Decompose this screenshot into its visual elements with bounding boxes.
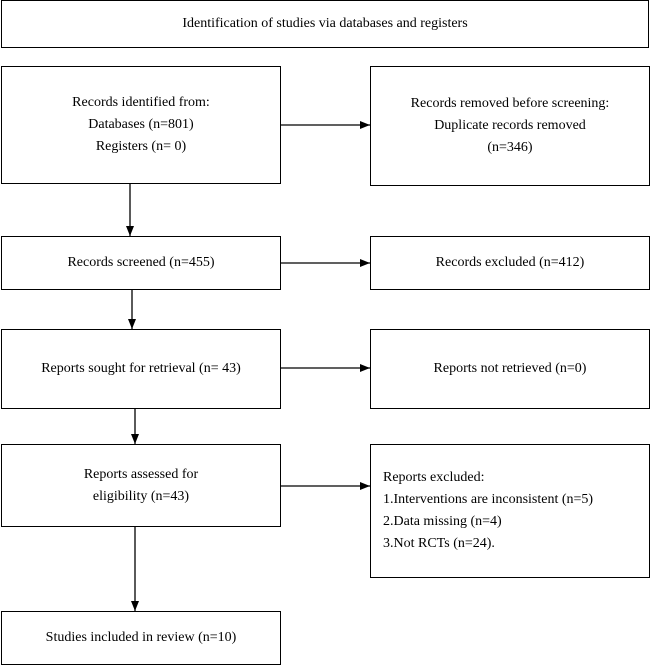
box-reports-sought-line: Reports sought for retrieval (n= 43): [41, 361, 241, 376]
box-records-screened-line: Records screened (n=455): [67, 255, 215, 270]
box-reports-excluded-line: Reports excluded:: [383, 470, 485, 485]
box-reports-assessed-line: eligibility (n=43): [92, 488, 190, 504]
box-reports-not-retrieved: Reports not retrieved (n=0): [370, 329, 650, 409]
box-reports-not-retrieved-line: Reports not retrieved (n=0): [433, 361, 587, 376]
header-box: Identification of studies via databases …: [1, 0, 649, 48]
box-records-screened: Records screened (n=455): [1, 236, 281, 290]
box-reports-sought: Reports sought for retrieval (n= 43): [1, 329, 281, 409]
box-records-removed-line: Records removed before screening:: [410, 96, 610, 111]
box-records-excluded: Records excluded (n=412): [370, 236, 650, 290]
box-reports-excluded-line: 1.Interventions are inconsistent (n=5): [383, 492, 594, 507]
box-reports-excluded-line: 3.Not RCTs (n=24).: [383, 536, 495, 551]
box-records-identified-line: Registers (n= 0): [95, 139, 187, 154]
box-records-excluded-line: Records excluded (n=412): [435, 255, 585, 270]
box-records-identified-line: Records identified from:: [72, 95, 210, 110]
box-reports-excluded: Reports excluded: 1.Interventions are in…: [370, 444, 650, 578]
box-reports-assessed-line: Reports assessed for: [83, 466, 199, 482]
box-records-removed-line: Duplicate records removed: [434, 118, 586, 133]
box-studies-included: Studies included in review (n=10): [1, 611, 281, 665]
box-studies-included-line: Studies included in review (n=10): [45, 630, 237, 645]
box-records-identified-line: Databases (n=801): [88, 117, 194, 132]
box-records-identified: Records identified from: Databases (n=80…: [1, 66, 281, 184]
box-reports-excluded-line: 2.Data missing (n=4): [383, 514, 502, 529]
box-reports-assessed: Reports assessed for eligibility (n=43): [1, 444, 281, 527]
header-text: Identification of studies via databases …: [182, 16, 468, 31]
box-records-removed-line: (n=346): [487, 140, 533, 155]
box-records-removed: Records removed before screening: Duplic…: [370, 66, 650, 186]
